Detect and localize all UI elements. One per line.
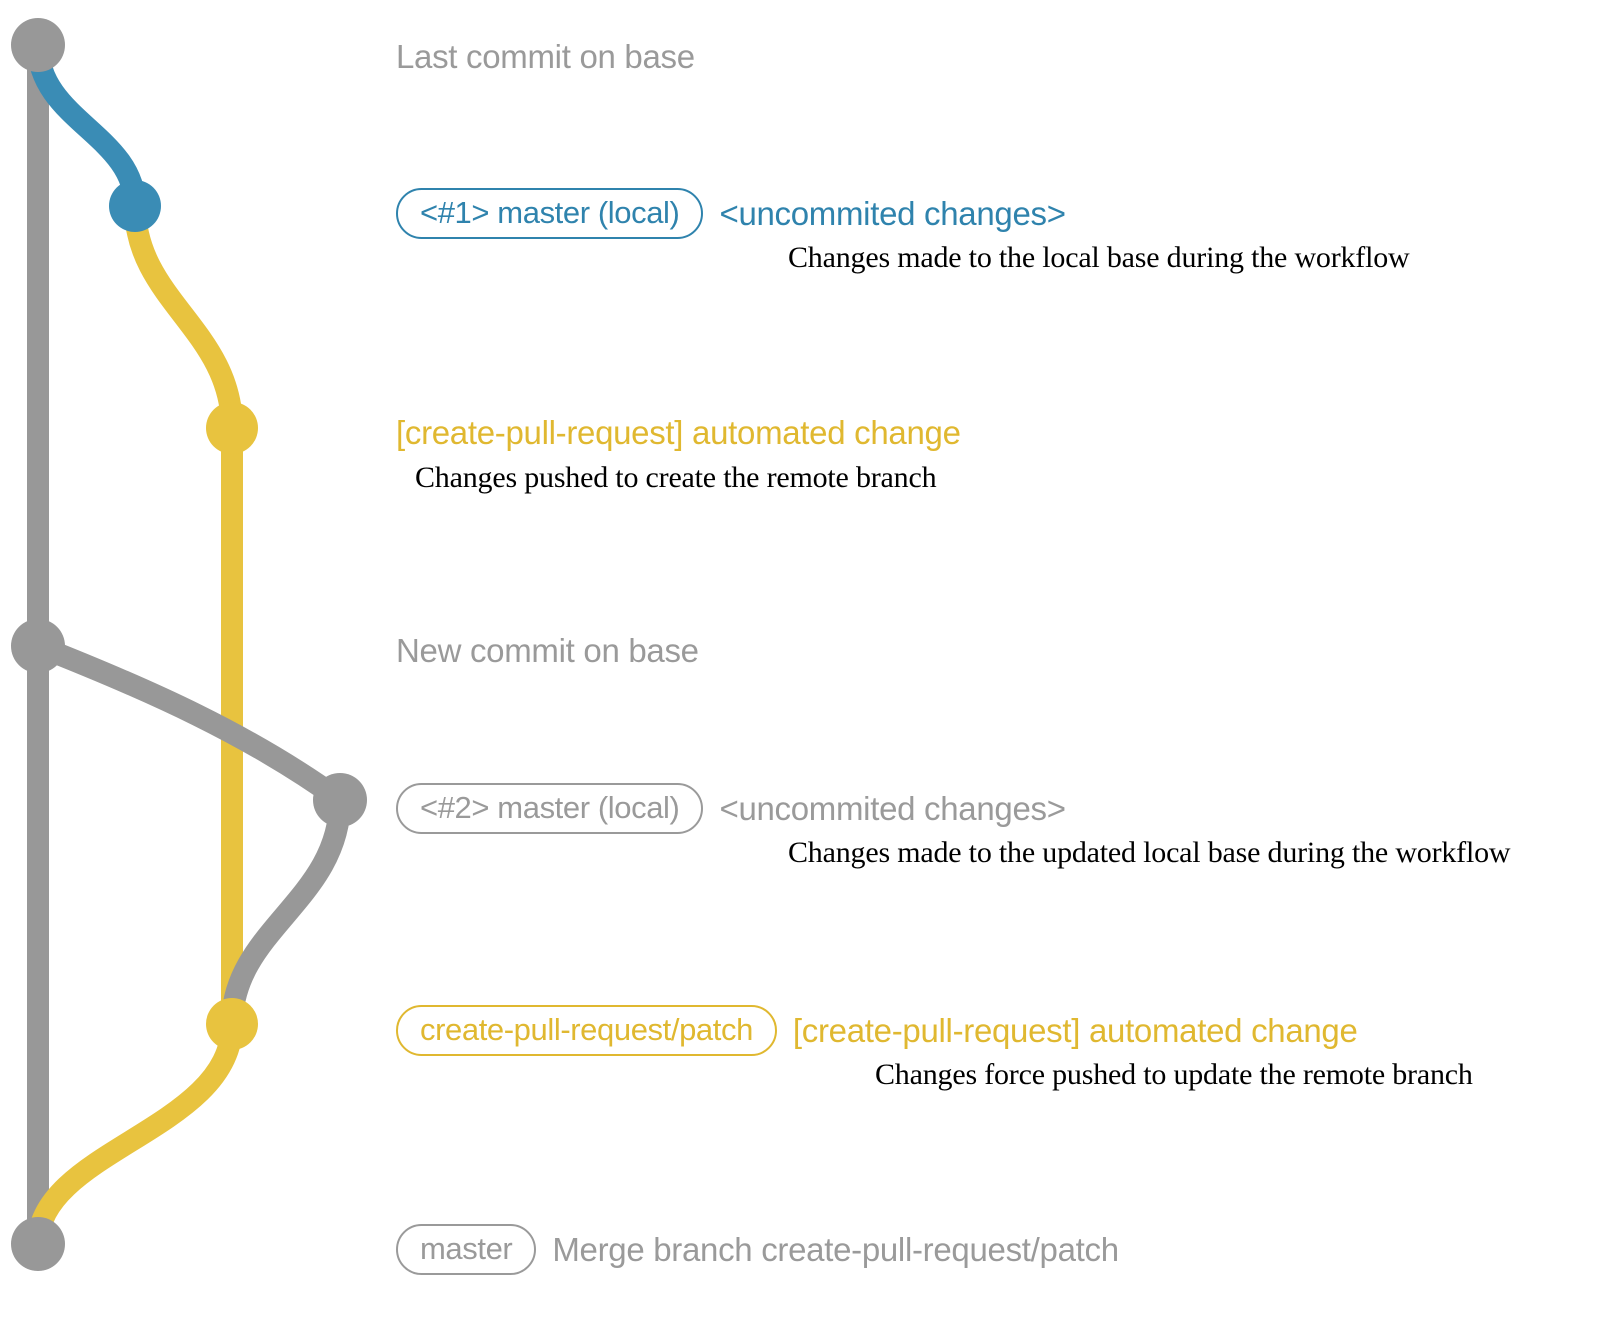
commit-row-merge: master Merge branch create-pull-request/… — [396, 1224, 1119, 1275]
edge-base2-to-local2 — [27, 635, 351, 811]
commit-subject-patch-2: [create-pull-request] automated change — [792, 1011, 1358, 1049]
ref-badge-master-local-2[interactable]: <#2> master (local) — [396, 783, 704, 834]
commit-description-local-2: Changes made to the updated local base d… — [788, 836, 1511, 869]
commit-label-last-commit-on-base: Last commit on base — [396, 38, 695, 75]
edge-patch2-to-merge — [27, 1013, 243, 1255]
commit-description-patch-1: Changes pushed to create the remote bran… — [415, 461, 937, 494]
ref-badge-master[interactable]: master — [396, 1224, 537, 1275]
ref-badge-create-pull-request-patch[interactable]: create-pull-request/patch — [396, 1005, 777, 1056]
commit-subject-merge: Merge branch create-pull-request/patch — [552, 1230, 1119, 1268]
commit-label-patch-1: [create-pull-request] automated change — [396, 414, 961, 451]
commit-node-patch-1[interactable] — [206, 402, 258, 454]
commit-subject-local-1: <uncommited changes> — [719, 194, 1066, 232]
commit-subject-local-2: <uncommited changes> — [719, 789, 1066, 827]
edge-local1-to-patch1 — [124, 195, 243, 439]
commit-row-local-2: <#2> master (local) <uncommited changes> — [396, 783, 1066, 834]
commit-description-local-1: Changes made to the local base during th… — [788, 241, 1410, 274]
commit-node-base-1[interactable] — [11, 18, 65, 72]
commit-row-local-1: <#1> master (local) <uncommited changes> — [396, 188, 1066, 239]
commit-row-patch-2: create-pull-request/patch [create-pull-r… — [396, 1005, 1358, 1056]
commit-description-patch-2: Changes force pushed to update the remot… — [875, 1058, 1473, 1091]
edge-local2-to-patch2 — [221, 789, 351, 1035]
commit-node-base-2[interactable] — [11, 619, 65, 673]
commit-node-patch-2[interactable] — [206, 998, 258, 1050]
commit-node-merge[interactable] — [11, 1217, 65, 1271]
commit-node-local-1[interactable] — [109, 180, 161, 232]
commit-node-local-2[interactable] — [313, 773, 367, 827]
commit-label-new-commit-on-base: New commit on base — [396, 632, 699, 669]
ref-badge-master-local-1[interactable]: <#1> master (local) — [396, 188, 704, 239]
